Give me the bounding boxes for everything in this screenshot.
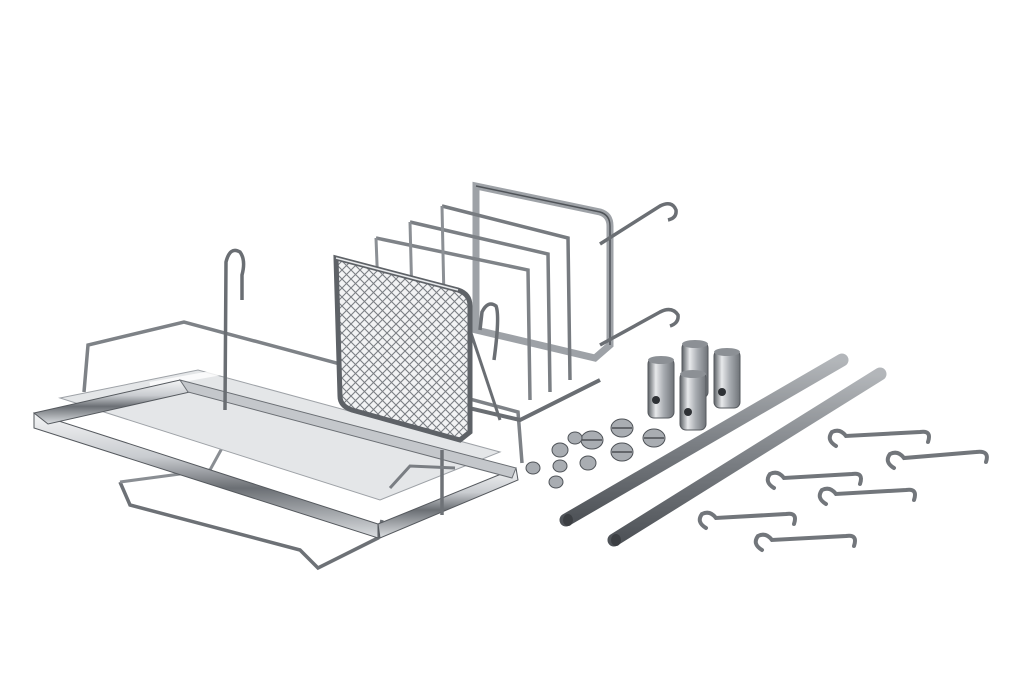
s-hook (765, 470, 863, 490)
screw (525, 461, 541, 475)
screw (552, 459, 568, 473)
screw (548, 475, 564, 489)
s-hook (827, 428, 931, 448)
screw (579, 455, 597, 471)
screw (567, 431, 583, 445)
end-caps (647, 340, 741, 431)
s-hooks (697, 428, 989, 552)
screws (525, 418, 666, 489)
screw (551, 442, 569, 458)
mesh-basket (333, 254, 473, 443)
rail-rod (559, 353, 849, 527)
s-hook (817, 486, 917, 506)
drying-tray (32, 248, 524, 571)
s-hook (753, 532, 857, 552)
end-cap (713, 348, 741, 409)
end-cap (647, 356, 675, 419)
s-hook (885, 449, 989, 470)
s-hook (697, 510, 797, 530)
rail-rod (607, 367, 887, 547)
end-cap (679, 370, 707, 431)
rail-rods (559, 353, 887, 547)
